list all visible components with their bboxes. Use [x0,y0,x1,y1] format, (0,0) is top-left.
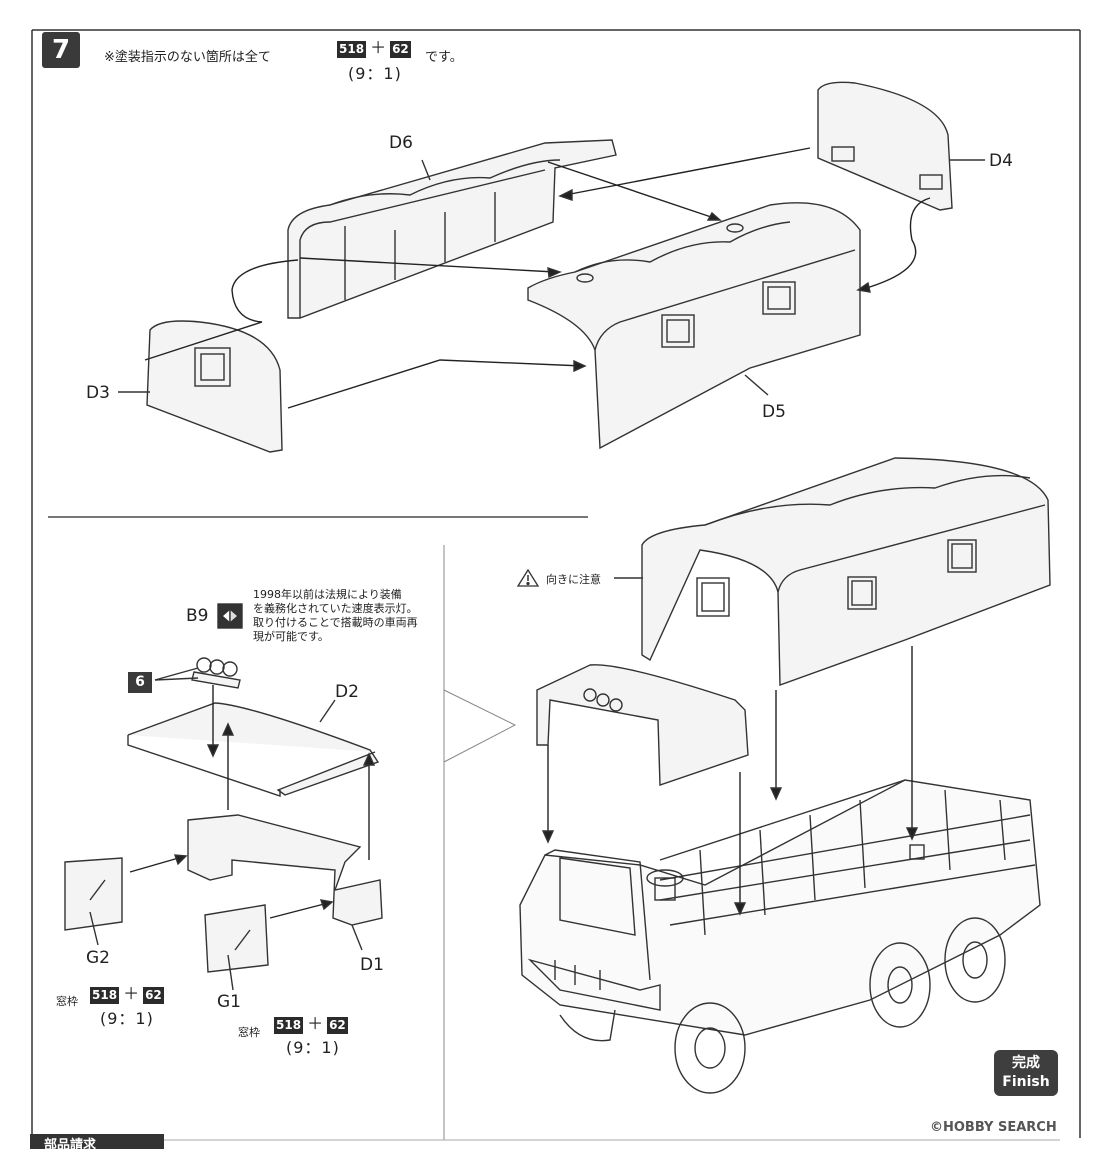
b9-note-line-4: 現が可能です。 [253,630,329,643]
part-g1 [204,904,269,973]
finish-jp: 完成 [1012,1055,1040,1071]
b9-note-line-1: 1998年以前は法規により装備 [253,588,402,601]
label-d5: D5 [762,402,786,422]
part-d1 [187,814,383,926]
g2-code-b: 62 [143,987,164,1004]
wheel-middle [869,942,931,1028]
b9-note-line-2: を義務化されていた速度表示灯。 [253,602,418,615]
part-g2 [64,857,123,931]
paint-code-a: 518 [337,41,367,58]
b9-note-line-3: 取り付けることで搭載時の車両再 [253,616,418,629]
part-canopy-assembled [641,457,1051,686]
part-b9 [191,657,241,689]
g2-paint-codes: 518＋62 [90,984,164,1004]
g2-code-a: 518 [90,987,120,1004]
truck-body [519,779,1041,1094]
part-cab-roof-assembled [536,664,749,786]
part-d4 [817,81,953,211]
g2-paint-ratio: (9：1) [100,1009,154,1028]
g1-code-a: 518 [274,1017,304,1034]
label-b9: B9 [186,606,209,626]
wheel-front [674,1002,746,1094]
paint-note-text: ※塗装指示のない箇所は全て [104,50,271,65]
paint-note-ratio: (9：1) [348,64,402,83]
part-d5 [527,202,861,450]
finish-badge: 完成 Finish [994,1050,1058,1096]
g1-paint-ratio: (9：1) [286,1038,340,1057]
label-g1: G1 [217,992,241,1012]
wheel-rear [944,917,1006,1003]
g1-code-b: 62 [327,1017,348,1034]
paint-note: ※塗装指示のない箇所は全て [104,46,271,65]
paint-note-suffix: です。 [425,50,463,65]
g1-paint-label: 窓枠 [238,1026,260,1039]
part-d2 [127,702,380,797]
finish-en: Finish [1002,1074,1050,1090]
b9-note: 1998年以前は法規により装備 を義務化されていた速度表示灯。 取り付けることで… [253,588,418,644]
callout-wedge [443,689,517,763]
label-d2: D2 [335,682,359,702]
part-d3 [146,320,283,453]
substep-number: 6 [128,672,152,693]
paint-code-b: 62 [390,41,411,58]
part-d6 [287,139,617,319]
parts-header: 部品請求 [30,1134,164,1153]
label-d4: D4 [989,151,1013,171]
label-d1: D1 [360,955,384,975]
label-g2: G2 [86,948,110,968]
caution-text: 向きに注意 [546,573,601,586]
step-number: 7 [42,32,80,68]
watermark: ©HOBBY SEARCH [930,1120,1057,1135]
label-d6: D6 [389,133,413,153]
g2-paint-label: 窓枠 [56,995,78,1008]
label-d3: D3 [86,383,110,403]
g1-paint-codes: 518＋62 [274,1014,348,1034]
paint-note-codes: 518＋62 [337,38,411,58]
